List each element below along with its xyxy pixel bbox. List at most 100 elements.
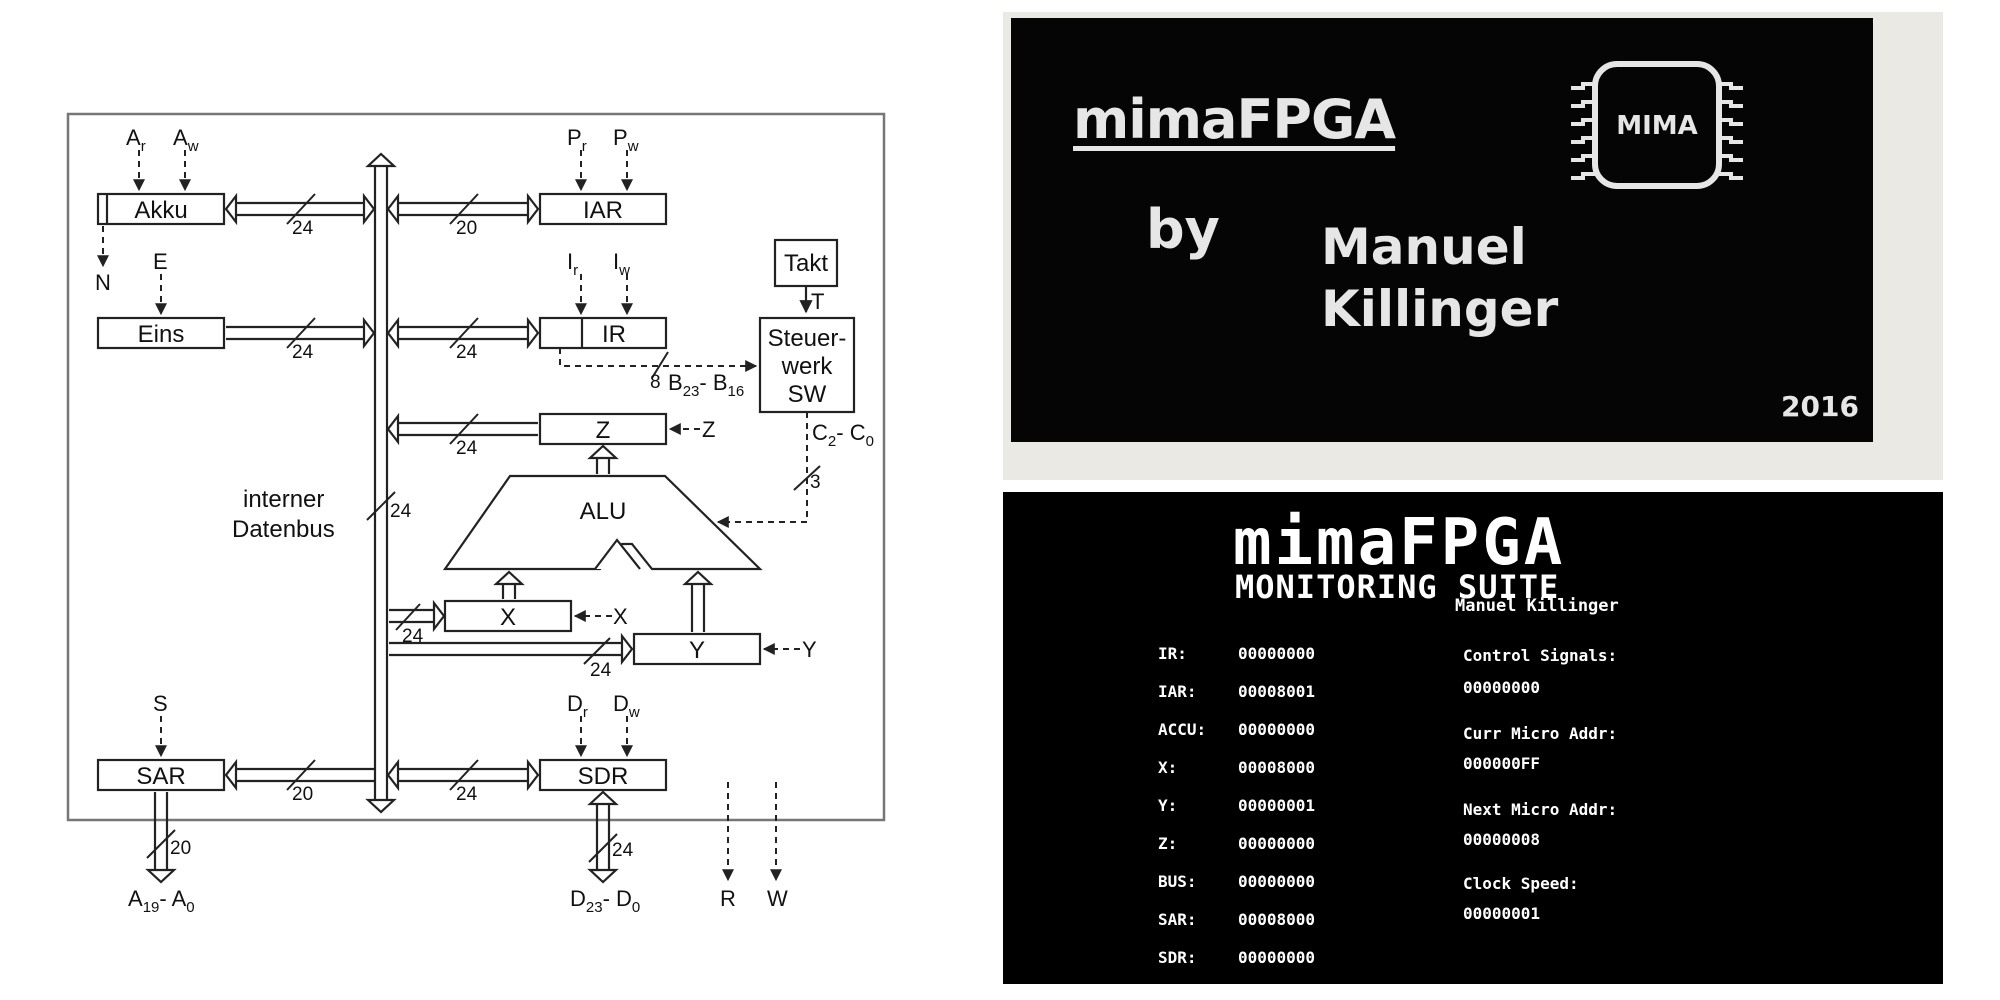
iar-bus-link: [386, 192, 540, 226]
address-out: [145, 792, 177, 884]
register-row: X: 00008000: [1158, 758, 1315, 777]
splash-author-last: Killinger: [1321, 280, 1559, 338]
z-bus-link: [386, 412, 538, 446]
steuerwerk-box: [758, 316, 856, 414]
ir-label: IR: [602, 321, 626, 348]
sdr-width: 24: [456, 784, 478, 805]
akku-label: Akku: [134, 197, 187, 224]
eins-bus-link: [226, 316, 376, 350]
z-label: Z: [596, 417, 611, 444]
eins-register: [96, 316, 226, 350]
alu-block: [442, 474, 763, 571]
x-width: 24: [402, 626, 424, 647]
register-row: IR:00000000: [1158, 644, 1315, 663]
sar-register: [96, 758, 226, 792]
y-register: [632, 632, 762, 666]
y-label: Y: [689, 637, 705, 664]
steuerwerk-line3: SW: [788, 381, 827, 408]
control-value: 00000000: [1463, 678, 1541, 697]
sar-label: SAR: [136, 763, 185, 790]
sar-bus-link: [224, 758, 374, 792]
signal-pr: Pr: [567, 125, 587, 155]
register-value: 00000000: [1238, 720, 1316, 739]
splash-year: 2016: [1781, 390, 1859, 423]
register-row: BUS: 00000000: [1158, 872, 1315, 891]
address-width: 20: [170, 838, 191, 859]
steuerwerk-line2: werk: [781, 353, 834, 380]
control-bits-label: C2- C0: [812, 420, 874, 450]
address-bits-label: A19- A0: [128, 886, 195, 916]
register-row: SDR: 00000000: [1158, 948, 1315, 967]
splash-by: by: [1146, 198, 1220, 261]
signal-y: Y: [802, 637, 817, 662]
register-value: 00000000: [1238, 834, 1316, 853]
diagram-frame: [66, 112, 886, 822]
signal-ir: Ir: [567, 249, 578, 279]
sdr-bus-link: [386, 758, 540, 792]
register-value: 00000000: [1238, 872, 1316, 891]
z-register: [538, 412, 668, 446]
bus-label-line1: interner: [243, 486, 324, 513]
akku-bus-link: [224, 192, 376, 226]
mima-architecture-diagram: 24 interner Datenbus Akku 24 Ar Aw N IAR…: [66, 112, 886, 916]
takt-label: Takt: [784, 250, 828, 277]
signal-t: T: [811, 289, 824, 314]
x-register: [443, 599, 573, 633]
register-row: Y:00000001: [1158, 796, 1315, 815]
register-row: ACCU: 00000000: [1158, 720, 1315, 739]
signal-dr: Dr: [567, 691, 588, 721]
register-name: Z:: [1158, 834, 1178, 853]
splash-author-first: Manuel: [1321, 218, 1527, 276]
akku-width: 24: [292, 218, 314, 239]
signal-s: S: [153, 691, 168, 716]
steuerwerk-line1: Steuer-: [768, 325, 847, 352]
register-name: SAR:: [1158, 910, 1197, 929]
control-value: 00000001: [1463, 904, 1541, 923]
chip-icon: MIMA: [1571, 61, 1743, 189]
signal-w: W: [767, 886, 788, 911]
opcode-width: 8: [650, 372, 661, 393]
bus-width-label: 24: [390, 501, 412, 522]
monitor-author: Manuel Killinger: [1455, 596, 1619, 616]
control-label: Curr Micro Addr:: [1463, 724, 1618, 743]
monitor-title: mimaFPGA: [1233, 506, 1566, 580]
opcode-path: [559, 348, 758, 372]
bus-label-line2: Datenbus: [232, 516, 335, 543]
register-name: IR:: [1158, 644, 1187, 663]
opcode-bits-label: B23- B16: [668, 370, 744, 400]
signal-ar: Ar: [126, 125, 146, 155]
splash-screen-photo: mimaFPGA by Manuel Killinger MIMA 2016: [1003, 12, 1943, 480]
control-value: 000000FF: [1463, 754, 1541, 773]
eins-width: 24: [292, 342, 314, 363]
signal-pw: Pw: [613, 125, 639, 155]
y-width: 24: [590, 660, 612, 681]
monitoring-suite-screen: mimaFPGA MONITORING SUITE Manuel Killing…: [1003, 492, 1943, 984]
data-width: 24: [612, 840, 634, 861]
alu-to-z: [587, 444, 619, 474]
iar-label: IAR: [583, 197, 623, 224]
register-name: X:: [1158, 758, 1178, 777]
control-value: 00000008: [1463, 830, 1541, 849]
register-value: 00008000: [1238, 910, 1316, 929]
iar-register: [538, 192, 668, 226]
y-to-alu: [682, 570, 714, 632]
sar-width: 20: [292, 784, 313, 805]
register-name: SDR:: [1158, 948, 1197, 967]
register-name: BUS:: [1158, 872, 1197, 891]
control-label: Next Micro Addr:: [1463, 800, 1618, 819]
z-width: 24: [456, 438, 478, 459]
ir-width: 24: [456, 342, 478, 363]
register-value: 00008000: [1238, 758, 1316, 777]
ir-bus-link: [386, 316, 540, 350]
data-out: [587, 790, 619, 884]
signal-dw: Dw: [613, 691, 640, 721]
x-bus-link: [389, 599, 446, 633]
register-name: Y:: [1158, 796, 1178, 815]
chip-label: MIMA: [1616, 111, 1698, 141]
alu-control-width: 3: [810, 472, 821, 493]
register-value: 00008001: [1238, 682, 1316, 701]
register-name: ACCU:: [1158, 720, 1207, 739]
sdr-label: SDR: [578, 763, 629, 790]
internal-bus: [365, 152, 397, 814]
register-value: 00000000: [1238, 948, 1316, 967]
